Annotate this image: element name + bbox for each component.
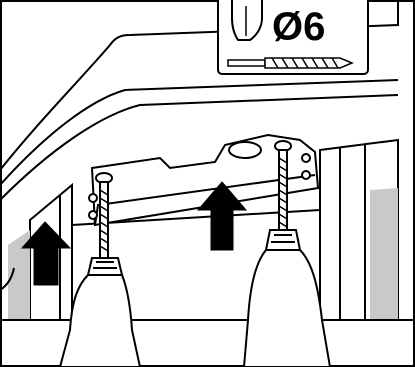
- bracket-hole: [229, 142, 261, 158]
- drill-bit-size-label: Ø6: [272, 5, 325, 49]
- bracket-screw-icon: [302, 171, 310, 179]
- bracket-screw-icon: [89, 194, 97, 202]
- drill-chuck-icon: [232, 0, 262, 40]
- drill-bit-callout: Ø6: [218, 0, 368, 74]
- bracket-screw-icon: [89, 211, 97, 219]
- bracket-screw-icon: [302, 154, 310, 162]
- drill-bit-icon: [228, 58, 352, 68]
